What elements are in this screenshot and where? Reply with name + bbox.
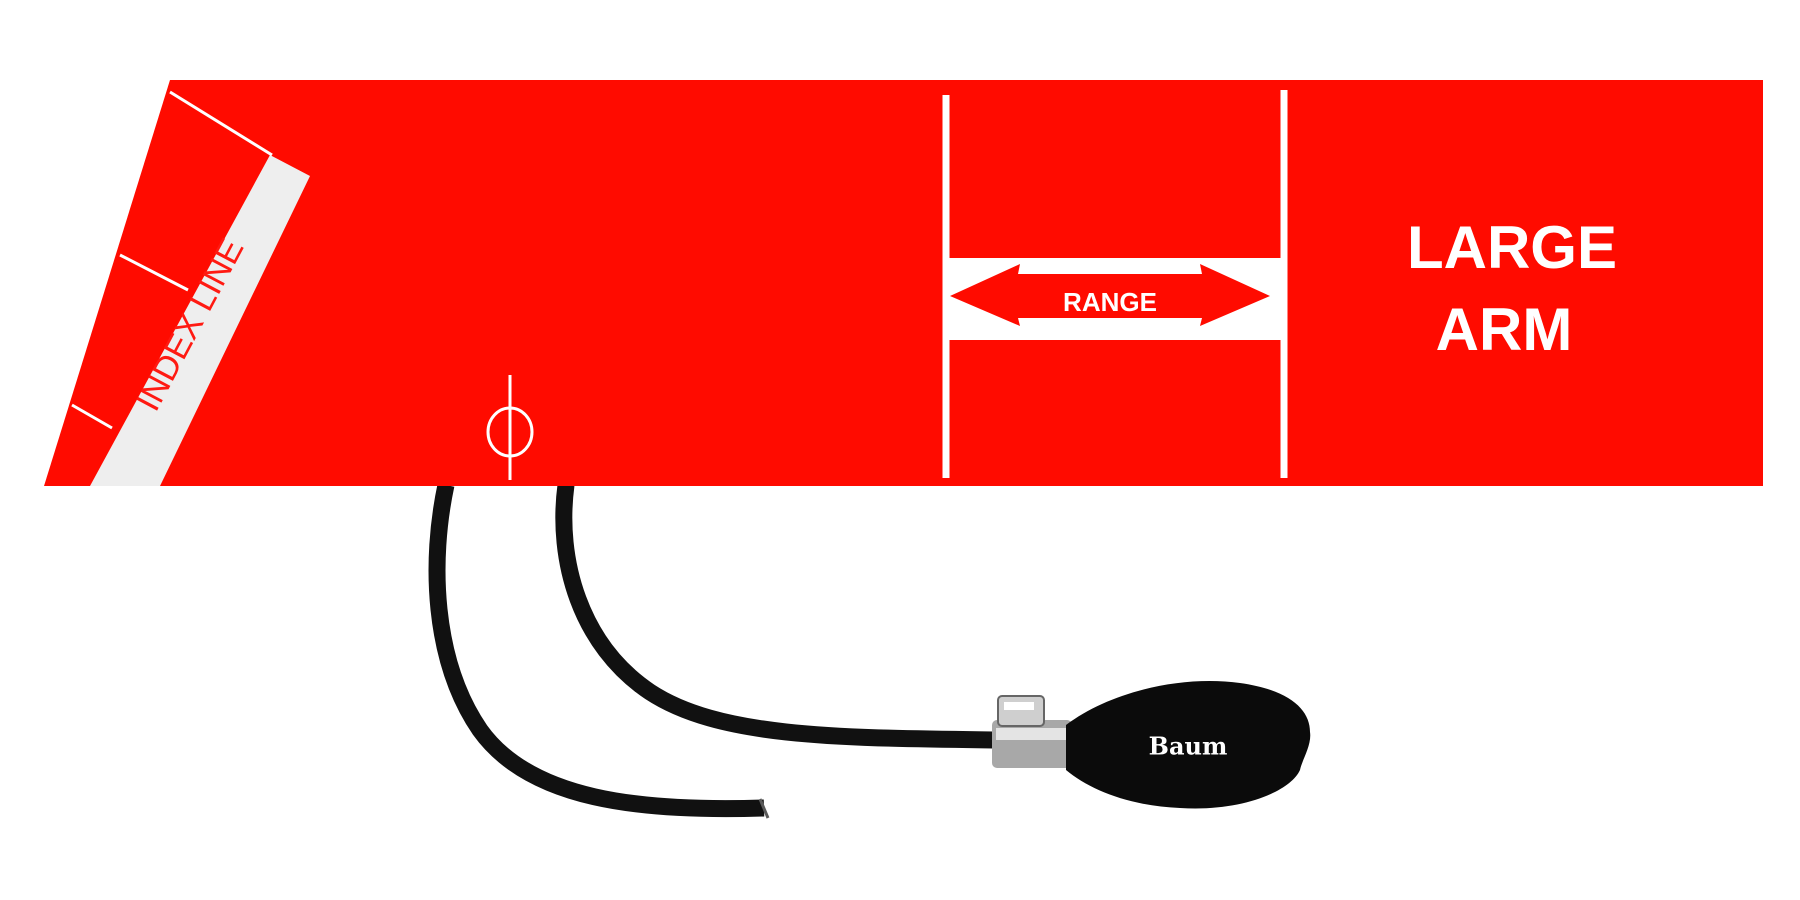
- valve-knob-shine: [1004, 702, 1034, 710]
- size-label-large: LARGE: [1407, 214, 1617, 281]
- index-strip: [90, 155, 310, 486]
- valve-knob: [997, 695, 1045, 727]
- bulb-tube: [555, 483, 1001, 749]
- artery-marker: [486, 375, 534, 480]
- range-indicator: RANGE: [942, 90, 1288, 478]
- bulb-brand: Baum: [1149, 732, 1228, 761]
- size-label: LARGE ARM: [1407, 214, 1617, 363]
- range-label: RANGE: [1063, 287, 1157, 317]
- index-tick-2: [119, 253, 189, 292]
- cuff-body: [44, 80, 1763, 486]
- loose-tube: [428, 483, 765, 818]
- tubing: [428, 483, 1001, 819]
- inflation-bulb: Baum: [992, 681, 1311, 809]
- valve-collar-highlight: [996, 728, 1068, 740]
- valve-collar: [992, 720, 1072, 768]
- index-tick-3: [71, 403, 113, 430]
- artery-marker-circle: [486, 406, 534, 458]
- range-arrow: [950, 264, 1270, 326]
- loose-tube-end: [758, 798, 770, 819]
- size-label-arm: ARM: [1436, 296, 1573, 363]
- index-tick-1: [169, 90, 273, 157]
- cuff: INDEX LINE RANGE LARGE ARM: [44, 80, 1763, 486]
- bulb-body: [1066, 681, 1311, 809]
